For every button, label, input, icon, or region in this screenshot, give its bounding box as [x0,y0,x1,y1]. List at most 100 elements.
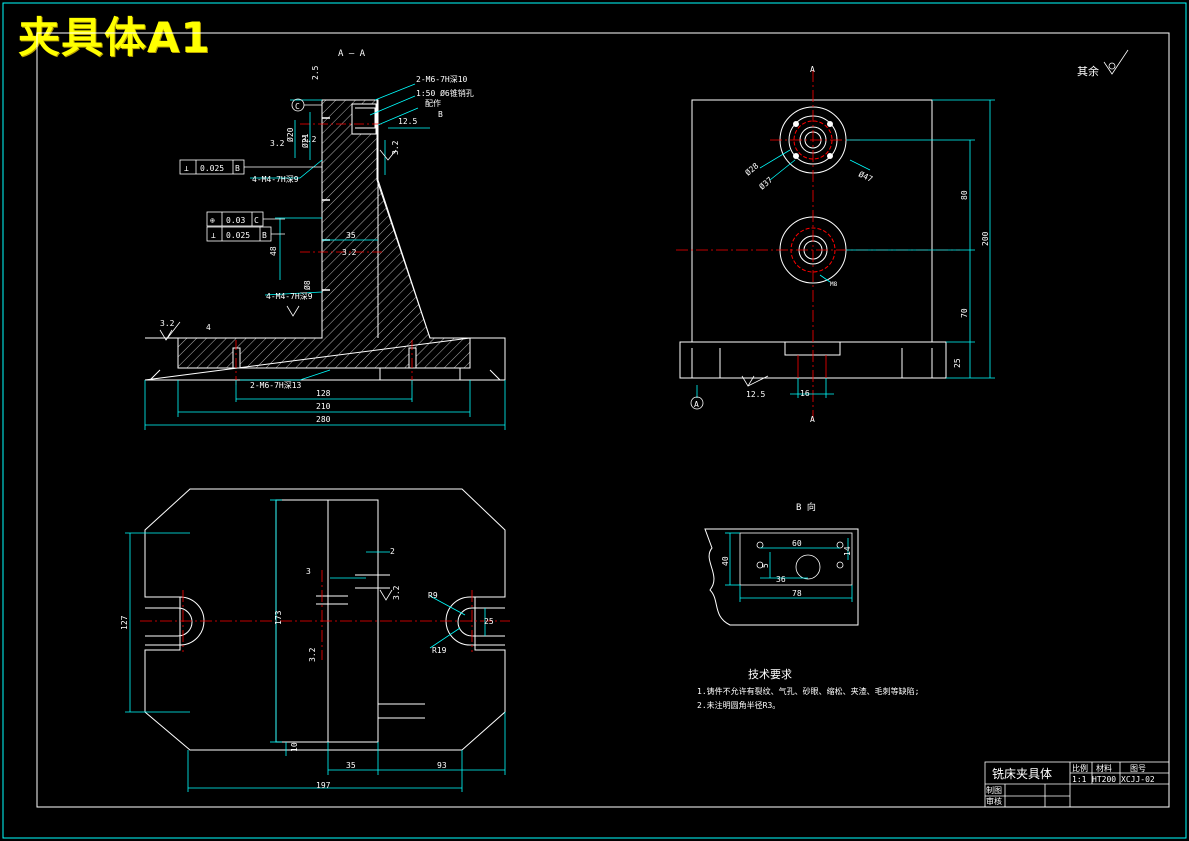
dim-text: 70 [960,308,969,318]
section-callouts: 2-M6-7H深10 1:50 Ø6锥销孔 配作 4-M4-7H深9 4-M4-… [160,65,474,424]
dim-text: 4 [206,323,211,332]
dim-text: 14 [843,546,852,556]
tech-req-item: 2.未注明圆角半径R3。 [697,700,780,710]
dim-text: 197 [316,781,331,790]
tech-req-item: 1.铸件不允许有裂纹、气孔、砂眼、缩松、夹渣、毛刺等缺陷; [697,686,919,696]
dim-text: Ø28 [743,160,761,177]
tb-material: HT200 [1092,775,1116,784]
datum-c-symbol: C [291,98,322,112]
dim-text: Ø37 [757,174,775,191]
tb-header-scale: 比例 [1072,763,1088,773]
dim-text: M8 [830,281,838,288]
dim-text: 36 [776,575,786,584]
tb-drawing-no: XCJJ-02 [1121,775,1155,784]
callout-text: 1:50 Ø6锥销孔 [416,88,474,98]
dim-text: 127 [120,615,129,630]
dim-text: R9 [428,591,438,600]
dim-text: R19 [432,646,447,655]
dim-text: 48 [269,246,278,256]
section-mark: A [810,65,815,74]
dim-text: Ø21 [300,133,310,148]
dim-text: 60 [792,539,802,548]
tolerance-frames [179,159,322,242]
dim-text: 210 [316,402,331,411]
dim-text: 25 [953,358,962,368]
dim-text: 3.2 [342,248,357,257]
dim-text: 10 [290,742,299,752]
plan-view [140,488,510,751]
datum-a-label: A [694,400,699,409]
plan-outline [144,488,506,751]
front-view [676,70,960,420]
dim-text: 3.2 [308,647,317,662]
roughness-symbol [741,375,769,387]
dim-text: Ø20 [285,127,295,142]
dim-text: Ø8 [302,280,312,290]
tech-requirements: 技术要求 1.铸件不允许有裂纹、气孔、砂眼、缩松、夹渣、毛刺等缺陷; 2.未注明… [697,668,919,710]
dim-text: 200 [981,231,990,246]
dim-text: 173 [274,610,283,625]
inner-frame [36,32,1170,808]
roughness-symbol [379,589,393,601]
dim-text: 3.2 [302,135,317,144]
tol-symbol: ⊥ [211,231,216,240]
roughness-symbols [159,149,397,341]
view-b-label: B 向 [796,501,816,513]
tol-value: 0.025 [200,164,224,173]
tb-header-drawing-no: 图号 [1130,764,1146,773]
front-view-dims [696,99,995,398]
callout-text: 4-M4-7H深9 [252,175,299,184]
title-block [984,761,1170,808]
general-roughness: 其余 [1077,49,1129,78]
callout-text: 配作 [425,98,441,108]
tb-header-material: 材料 [1096,763,1112,773]
part-name: 铣床夹具体 [992,767,1052,781]
tol-datum: B [262,231,267,240]
tb-row-draw: 制图 [986,785,1002,795]
tol-value: 0.025 [226,231,250,240]
dim-text: 5 [761,563,770,568]
dim-text: 2 [390,547,395,556]
datum-a-symbol: A [690,396,704,410]
dim-text: 12.5 [398,117,417,126]
dim-text: 35 [346,231,356,240]
callout-text: 2-M6-7H深13 [250,381,302,390]
dim-text: 35 [346,761,356,770]
front-view-text: Ø28 Ø37 Ø47 M8 80 200 70 25 12.5 16 A A [743,65,990,424]
tol-datum: B [235,164,240,173]
dim-text: 280 [316,415,331,424]
dim-text: 16 [800,389,810,398]
dim-text: Ø47 [857,169,874,184]
tol-value: 0.03 [226,216,245,225]
roughness-note: 其余 [1077,64,1099,78]
section-view-dims [144,83,506,430]
dim-text: 3.2 [392,585,401,600]
drawing-title: 夹具体A1 [18,13,211,62]
tb-row-check: 审核 [986,796,1002,806]
datum-c-label: C [295,102,300,111]
dim-text: B [438,110,443,119]
dim-text: 12.5 [746,390,765,399]
dim-text: 80 [960,190,969,200]
title-block-text: 铣床夹具体 比例 材料 图号 1:1 HT200 XCJJ-02 制图 审核 [986,763,1155,806]
dim-text: 2.5 [311,65,320,80]
dim-text: 128 [316,389,331,398]
tb-scale: 1:1 [1072,775,1087,784]
dim-text: 3.2 [270,139,285,148]
tolerance-frame-text: ⊥ 0.025 B ⊕ 0.03 C ⊥ 0.025 B [184,164,267,240]
dim-text: 3.2 [391,140,400,155]
section-label: A — A [338,49,366,59]
section-mark: A [810,415,815,424]
tol-symbol: ⊥ [184,164,189,173]
plan-view-text: 127 173 3 2 3.2 3.2 R9 25 R19 10 35 93 1… [120,547,494,790]
section-view: A — A [144,49,506,385]
plan-view-dims [125,499,506,792]
tol-symbol: ⊕ [210,216,215,225]
dim-text: 78 [792,589,802,598]
tol-datum: C [254,216,259,225]
view-b: B 向 60 40 5 36 14 78 [704,501,859,626]
roughness-3.2: 3.2 [160,319,175,328]
dim-text: 3 [306,567,311,576]
